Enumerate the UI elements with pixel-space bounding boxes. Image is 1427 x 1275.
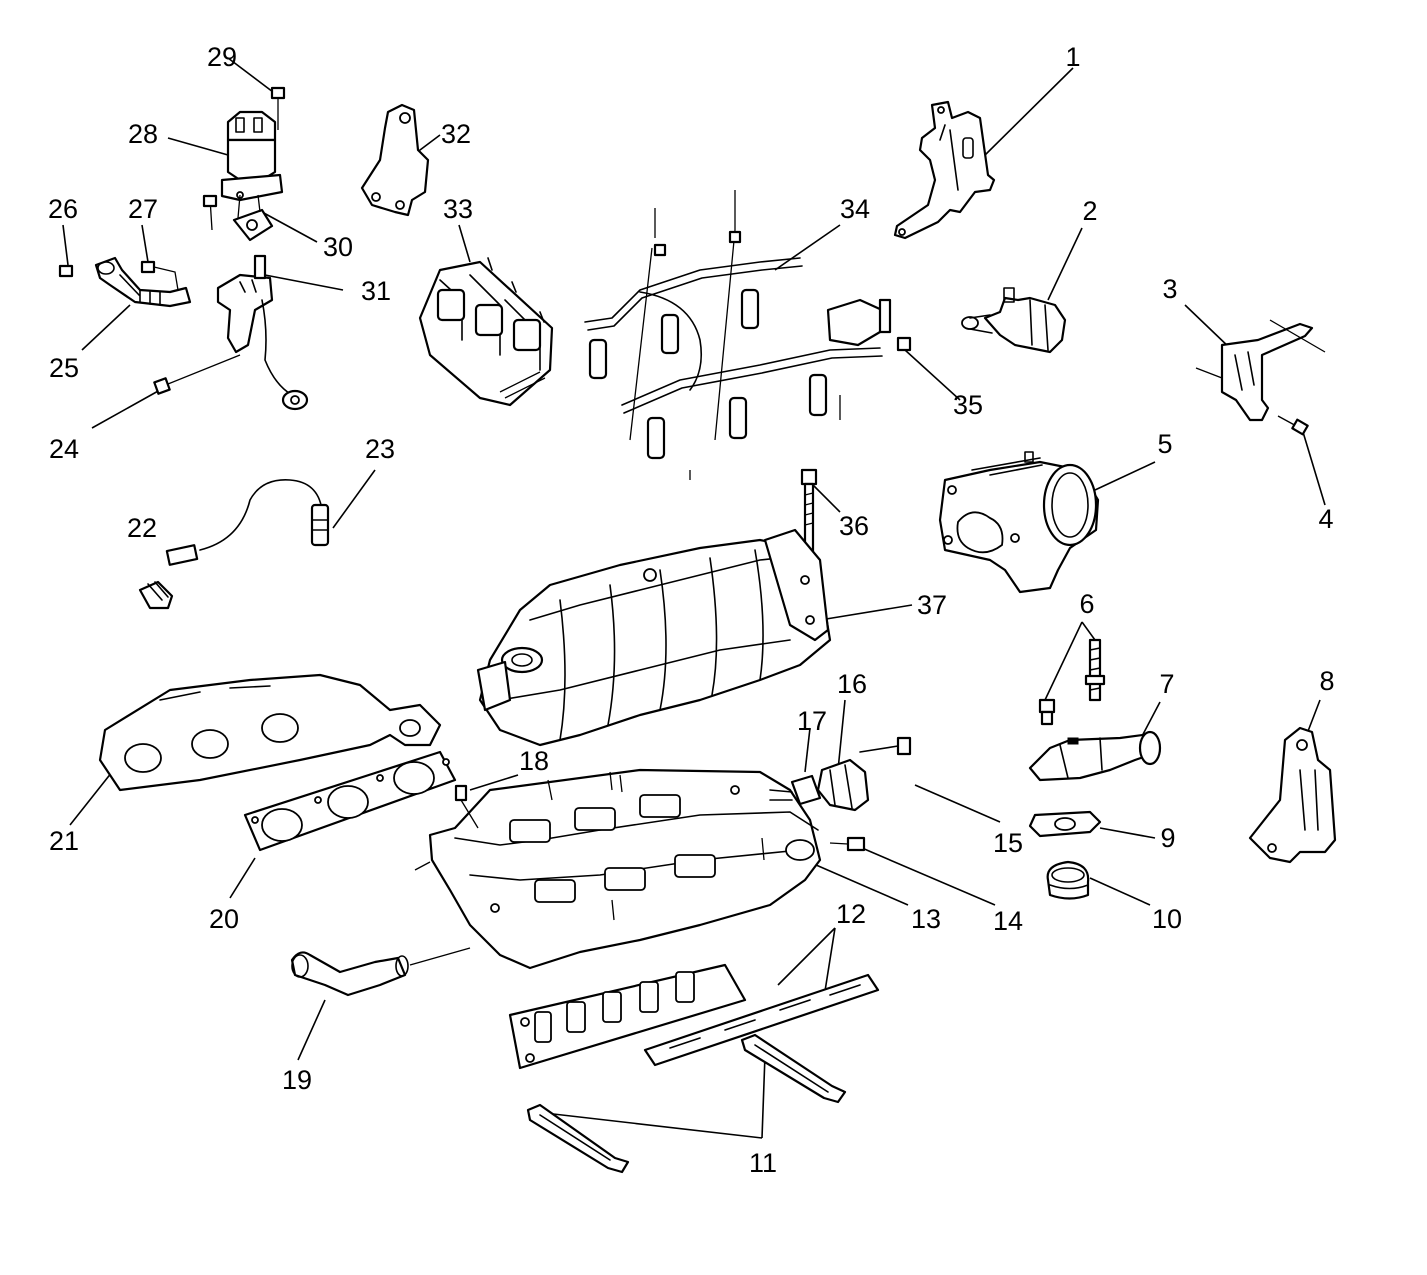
part-20-exhaust-gasket <box>243 750 457 852</box>
callout-19: 19 <box>282 1065 312 1095</box>
part-1-bracket <box>893 100 996 240</box>
part-17-egr-gasket <box>769 774 822 806</box>
part-25-egr-pipe <box>94 256 192 308</box>
callout-3: 3 <box>1162 274 1177 304</box>
callout-16: 16 <box>837 669 867 699</box>
callout-8: 8 <box>1319 666 1334 696</box>
part-13-lower-intake-manifold <box>414 768 822 970</box>
callout-17: 17 <box>797 706 827 736</box>
callout-31: 31 <box>361 276 391 306</box>
part-26-bolt <box>58 264 74 278</box>
callout-15: 15 <box>993 828 1023 858</box>
part-15-bolt <box>859 736 912 756</box>
part-28-egr-valve <box>220 110 284 202</box>
part-19-hose <box>290 947 471 997</box>
part-5-throttle-body <box>938 451 1100 594</box>
part-12-gaskets <box>508 963 880 1070</box>
part-8-bracket <box>1248 726 1337 864</box>
callout-2: 2 <box>1082 196 1097 226</box>
part-14-fitting <box>829 836 866 852</box>
part-34-fuel-rail <box>584 190 892 480</box>
part-7-water-outlet <box>1028 730 1162 782</box>
part-37-upper-intake-manifold <box>476 528 832 747</box>
callout-11: 11 <box>749 1148 777 1178</box>
part-32-bracket <box>360 103 430 217</box>
part-27-nut <box>140 260 179 291</box>
fuel-injectors <box>588 288 828 460</box>
callout-13: 13 <box>911 904 941 934</box>
part-31-egr-adapter <box>216 254 309 411</box>
part-16-egr-valve-adapter <box>816 758 870 812</box>
callout-20: 20 <box>209 904 239 934</box>
callout-1: 1 <box>1065 42 1080 72</box>
callout-6: 6 <box>1079 589 1094 619</box>
callout-37: 37 <box>917 590 947 620</box>
callout-25: 25 <box>49 353 79 383</box>
part-21-exhaust-manifold <box>98 673 442 792</box>
part-22-plug <box>138 580 174 610</box>
part-10-thermostat <box>1046 860 1090 900</box>
callout-22: 22 <box>127 513 157 543</box>
leader-lines <box>62 57 1326 1139</box>
callout-33: 33 <box>443 194 473 224</box>
part-18-bolt <box>454 784 479 829</box>
callout-12: 12 <box>836 899 866 929</box>
callout-5: 5 <box>1157 429 1172 459</box>
callout-30: 30 <box>323 232 353 262</box>
callout-24: 24 <box>49 434 79 464</box>
callout-26: 26 <box>48 194 78 224</box>
callout-14: 14 <box>993 906 1023 936</box>
callout-10: 10 <box>1152 904 1182 934</box>
part-35-bolt <box>896 336 912 352</box>
part-4-bolt <box>1277 415 1309 436</box>
part-3-bracket <box>1195 319 1326 422</box>
part-6-fasteners <box>1038 638 1106 726</box>
callout-27: 27 <box>128 194 158 224</box>
callout-32: 32 <box>441 119 471 149</box>
part-23-oxygen-sensor <box>165 479 330 566</box>
part-30-gasket <box>232 194 274 242</box>
callout-34: 34 <box>840 194 870 224</box>
callout-9: 9 <box>1160 823 1175 853</box>
callout-23: 23 <box>365 434 395 464</box>
callout-36: 36 <box>839 511 869 541</box>
part-9-gasket <box>1028 810 1102 838</box>
callout-18: 18 <box>519 746 549 776</box>
part-11-end-seals <box>526 1033 847 1174</box>
part-29-bolt <box>202 86 286 231</box>
part-33-ignition-coil <box>418 257 554 407</box>
part-24-bolt <box>153 354 241 395</box>
part-2-sensor <box>961 287 1067 354</box>
callout-4: 4 <box>1318 504 1333 534</box>
callout-35: 35 <box>953 390 983 420</box>
callout-7: 7 <box>1159 669 1174 699</box>
callout-28: 28 <box>128 119 158 149</box>
callout-labels: 1 2 3 4 5 6 7 8 9 10 11 12 13 14 15 16 1… <box>48 42 1335 1178</box>
part-36-long-bolt <box>800 468 818 596</box>
callout-21: 21 <box>49 826 79 856</box>
callout-29: 29 <box>207 42 237 72</box>
